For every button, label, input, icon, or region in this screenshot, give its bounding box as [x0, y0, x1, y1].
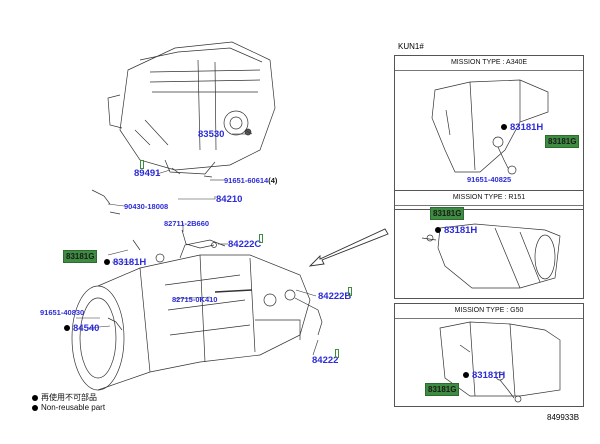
non-reusable-marker [104, 259, 110, 266]
panel-part-83181h[interactable]: 83181H [435, 225, 477, 236]
panel-part-83181h[interactable]: 83181H [463, 370, 505, 381]
part-label-82711-2b660[interactable]: 82711-2B660 [164, 219, 210, 228]
part-label-83181h[interactable]: 83181H [104, 257, 146, 268]
part-number: 91651-60614 [224, 176, 269, 185]
part-label-91651-60614[interactable]: 91651-60614(4) [224, 176, 277, 185]
panel-part-83181g[interactable]: 83181G [430, 207, 465, 220]
part-number: 83181H [510, 122, 544, 133]
non-reusable-marker [463, 372, 469, 379]
non-reusable-marker [501, 124, 507, 131]
part-quantity: (4) [268, 176, 278, 185]
non-reusable-marker [64, 325, 70, 332]
part-label-91651-40830[interactable]: 91651-40830 [40, 308, 85, 317]
panel-part-83181g[interactable]: 83181G [425, 383, 460, 396]
note-tag [140, 160, 144, 169]
model-code: KUN1# [398, 42, 424, 51]
figure-code: 849933B [547, 413, 580, 422]
panel-title: MISSION TYPE : A340E [395, 56, 583, 71]
mission-panel-g50: MISSION TYPE : G50 83181H 83181G [394, 303, 584, 407]
part-label-84222b[interactable]: 84222B [318, 291, 352, 302]
panel-title: MISSION TYPE : R151 [395, 191, 583, 206]
legend-english: Non-reusable part [32, 403, 105, 412]
part-number: 83181H [113, 257, 147, 268]
non-reusable-marker [435, 227, 441, 234]
part-label-89491[interactable]: 89491 [134, 168, 161, 179]
direction-arrow [308, 228, 389, 267]
panel-part-91651-40825[interactable]: 91651-40825 [467, 175, 512, 184]
part-label-83530[interactable]: 83530 [198, 129, 225, 140]
engine-illustration [107, 41, 276, 175]
panel-part-83181g[interactable]: 83181G [545, 135, 580, 148]
part-label-84222[interactable]: 84222 [312, 355, 339, 366]
mission-panel-r151: MISSION TYPE : R151 83181G 83181H [394, 190, 584, 299]
part-label-83181g[interactable]: 83181G [63, 250, 98, 263]
legend-text: 再使用不可部品 [41, 393, 97, 402]
part-label-84222c[interactable]: 84222C [228, 239, 262, 250]
legend-japanese: 再使用不可部品 [32, 392, 97, 403]
part-number: 83181H [472, 370, 506, 381]
note-tag [335, 349, 339, 358]
part-number: 84540 [73, 323, 100, 334]
panel-part-83181h[interactable]: 83181H [501, 122, 543, 133]
part-label-84210[interactable]: 84210 [216, 194, 243, 205]
part-label-84540[interactable]: 84540 [64, 323, 99, 334]
transmission-illustration [71, 239, 323, 391]
panel-title: MISSION TYPE : G50 [395, 304, 583, 319]
part-label-90430-18008[interactable]: 90430-18008 [124, 202, 169, 211]
legend-text: Non-reusable part [41, 403, 106, 412]
mission-panel-a340e: MISSION TYPE : A340E 83181H 83181G 91651… [394, 55, 584, 210]
non-reusable-marker [32, 394, 38, 401]
note-tag [348, 287, 352, 296]
part-label-82715-0k410[interactable]: 82715-0K410 [172, 295, 218, 304]
part-number: 83181H [444, 225, 478, 236]
note-tag [259, 234, 263, 243]
non-reusable-marker [32, 404, 38, 411]
